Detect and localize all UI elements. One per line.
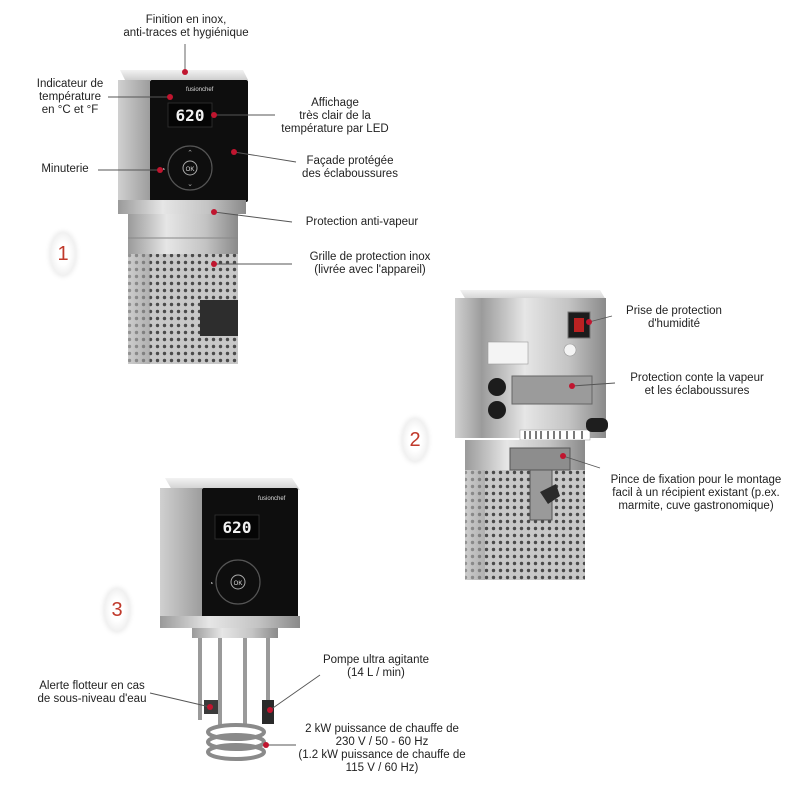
label-grille: Grille de protection inox(livrée avec l'… [309, 251, 431, 276]
device-2-rear-view [455, 290, 608, 580]
brand-logo-1: fusionchef [186, 87, 214, 93]
device-number-2: 2 [402, 418, 428, 462]
label-anti-steam: Protection anti-vapeur [305, 216, 419, 228]
temperature-display-1: 620 [176, 106, 205, 125]
timer-icon-1: ◔ [161, 165, 166, 174]
device-1-front-view: 620 fusionchef OK ⌃ ⌄ ◔ [118, 70, 248, 364]
label-finish: Finition en inox,anti-traces et hygiéniq… [123, 14, 249, 39]
ok-button-3: OK [234, 581, 243, 587]
svg-text:⌄: ⌄ [187, 181, 193, 188]
device-3-immersion-view: 620 fusionchef OK ◔ [160, 478, 300, 761]
label-pump: Pompe ultra agitante(14 L / min) [322, 654, 430, 679]
device-1-callouts [98, 44, 297, 267]
label-timer: Minuterie [41, 163, 89, 175]
timer-icon-3: ◔ [209, 579, 214, 588]
device-3-callouts [149, 674, 321, 748]
temperature-display-3: 620 [223, 518, 252, 537]
control-panel [150, 80, 248, 202]
ok-button-1: OK [186, 167, 195, 173]
brand-logo-3: fusionchef [258, 496, 286, 502]
device-2-callouts [560, 315, 616, 469]
device-number-3: 3 [104, 588, 130, 632]
svg-text:⌃: ⌃ [187, 149, 193, 157]
device-number-1: 1 [50, 232, 76, 276]
